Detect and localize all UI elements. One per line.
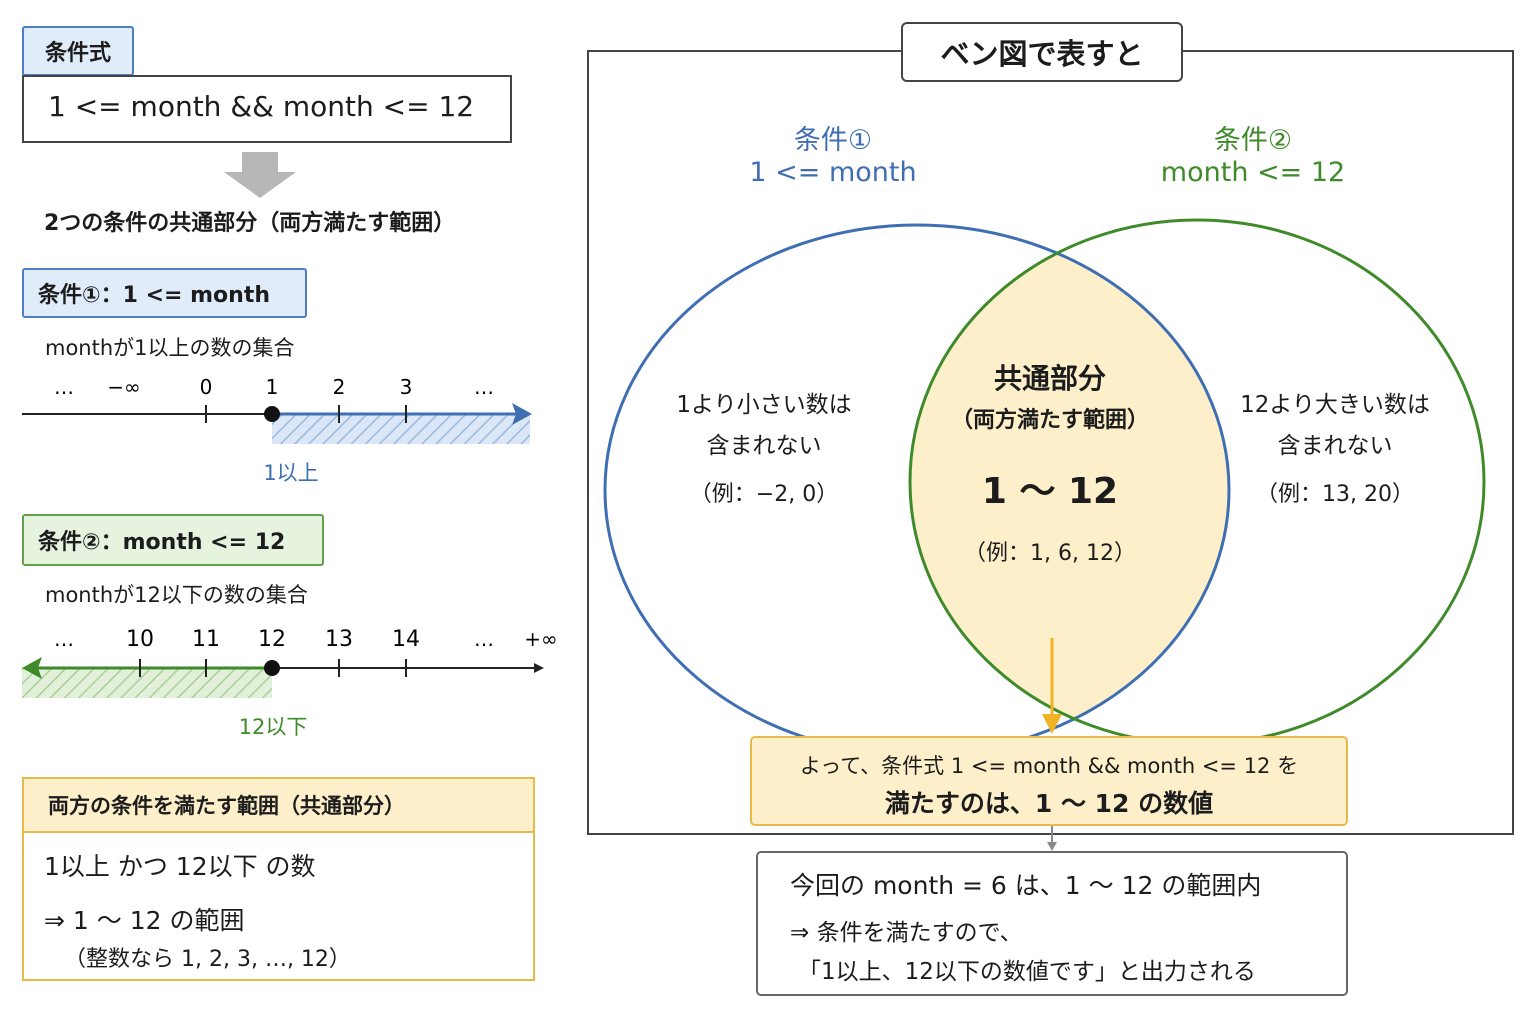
- cond1-range-fill: [272, 414, 530, 444]
- summary-line2: ⇒ 1 ～ 12 の範囲: [44, 906, 245, 935]
- tick-label: 1: [266, 375, 279, 399]
- tick-label: +∞: [524, 627, 557, 651]
- formula-text: 1 <= month && month <= 12: [48, 90, 475, 123]
- left-region-example: （例：−2, 0）: [689, 482, 839, 507]
- cond2-tag: 条件②：month <= 12: [22, 514, 324, 566]
- range-label: 12以下: [239, 715, 308, 739]
- conclusion-box: [750, 736, 1348, 826]
- down-arrow-icon: [224, 152, 296, 198]
- tick-label: 12: [258, 627, 286, 652]
- closed-point-12: [264, 660, 280, 676]
- result-line1: 今回の month = 6 は、1 ～ 12 の範囲内: [790, 871, 1262, 900]
- cond2-description: monthが12以下の数の集合: [45, 583, 308, 607]
- tick-label: 10: [126, 627, 154, 652]
- intersection-range: 1 ～ 12: [981, 471, 1119, 512]
- tick-label: …: [54, 627, 74, 651]
- right-region-line1: 12より大きい数は: [1240, 392, 1430, 418]
- number-line-1: … −∞ 0 1 2 3 … 1以上: [22, 375, 532, 485]
- summary-header: 両方の条件を満たす範囲（共通部分）: [24, 779, 533, 833]
- intersection-subtitle: （両方満たす範囲）: [950, 408, 1149, 433]
- venn-title-box: ベン図で表すと: [901, 22, 1183, 82]
- axis-arrowhead: [534, 663, 544, 673]
- result-box: [756, 851, 1348, 996]
- formula-box: [22, 75, 512, 143]
- cond1-tag: 条件①：1 <= month: [22, 268, 307, 318]
- conclusion-line1: よって、条件式 1 <= month && month <= 12 を: [799, 754, 1299, 778]
- tick-label: 2: [333, 375, 346, 399]
- cond2-expr: month <= 12: [1160, 157, 1346, 188]
- right-region-example: （例：13, 20）: [1256, 482, 1414, 507]
- intersection-title: 共通部分: [993, 362, 1106, 395]
- intersection-fill: [910, 225, 1229, 744]
- cond1-description: monthが1以上の数の集合: [45, 336, 295, 360]
- connector-arrow-icon: [1047, 826, 1057, 851]
- result-line2: ⇒ 条件を満たすので、: [790, 920, 1023, 946]
- number-line-2: … 10 11 12 13 14 … +∞ 12以下: [22, 627, 558, 739]
- right-region-line2: 含まれない: [1277, 433, 1393, 459]
- summary-line1: 1以上 かつ 12以下 の数: [44, 852, 316, 881]
- left-region-line2: 含まれない: [706, 433, 822, 459]
- tick-label: 3: [400, 375, 413, 399]
- left-region-line1: 1より小さい数は: [676, 392, 852, 418]
- tick-label: 13: [325, 627, 353, 652]
- cond2-title: 条件②: [1213, 125, 1293, 156]
- formula-tag: 条件式: [22, 26, 134, 76]
- cond1-title: 条件①: [793, 125, 873, 156]
- tick-label: …: [54, 375, 74, 399]
- right-arrowhead: [512, 403, 532, 425]
- tick-label: 0: [200, 375, 213, 399]
- summary-line3: （整数なら 1, 2, 3, …, 12）: [64, 947, 351, 972]
- tick-label: 11: [192, 627, 220, 652]
- down-arrowhead: [1042, 714, 1062, 734]
- tick-label: −∞: [107, 375, 140, 399]
- cond2-range-fill: [22, 668, 272, 698]
- result-line3: 「1以上、12以下の数値です」と出力される: [798, 959, 1256, 985]
- summary-box: 両方の条件を満たす範囲（共通部分）: [22, 777, 535, 981]
- left-arrowhead: [22, 657, 42, 679]
- intersection-subtitle: 2つの条件の共通部分（両方満たす範囲）: [44, 211, 456, 236]
- conclusion-line2: 満たすのは、1 ～ 12 の数値: [884, 789, 1214, 818]
- cond1-expr: 1 <= month: [749, 157, 917, 188]
- intersection-example: （例：1, 6, 12）: [964, 541, 1136, 566]
- range-label: 1以上: [263, 461, 318, 485]
- tick-label: …: [474, 375, 494, 399]
- closed-point-1: [264, 406, 280, 422]
- tick-label: …: [474, 627, 494, 651]
- tick-label: 14: [392, 627, 420, 652]
